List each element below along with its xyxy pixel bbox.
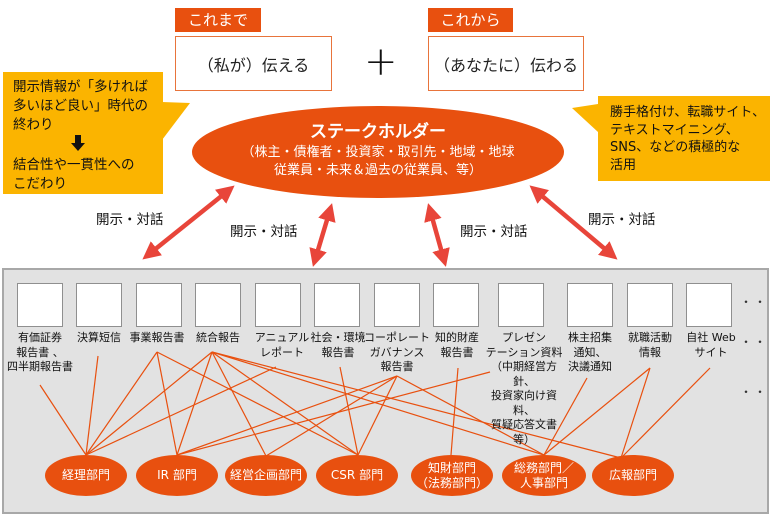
document-label: アニュアル レポート [254, 331, 310, 359]
department-node: 経営企画部門 [225, 455, 307, 496]
callout-right: 勝手格付け、転職サイト、 テキストマイニング、 SNS、などの積極的な 活用 [598, 96, 770, 181]
ellipsis-1: ・・・ [740, 295, 770, 309]
document-label: 就職活動 情報 [628, 331, 672, 359]
callout-right-line2: テキストマイニング、 [610, 122, 739, 138]
callout-right-tail [572, 104, 598, 132]
document-label: 有価証券 報告書 、 四半期報告書 [7, 331, 73, 373]
callout-left-line5: こだわり [13, 176, 67, 192]
department-node: CSR 部門 [316, 455, 398, 496]
stakeholder-sub2: 従業員・未来＆過去の従業員、等） [273, 163, 482, 178]
document-thumbnail [627, 283, 673, 327]
document-thumbnail [433, 283, 479, 327]
callout-left-line2: 多いほど良い」時代の [13, 98, 148, 114]
document-thumbnail [17, 283, 63, 327]
document-thumbnail [374, 283, 420, 327]
document-label: 事業報告書 [129, 331, 185, 344]
document-thumbnail [136, 283, 182, 327]
after-tag: これから [428, 8, 513, 32]
department-node: 経理部門 [45, 455, 127, 496]
down-arrow-icon [13, 135, 143, 156]
document-thumbnail [686, 283, 732, 327]
before-text: （私が）伝える [197, 55, 310, 75]
dialogue-arrow-3 [424, 203, 450, 267]
department-node: 知財部門 （法務部門） [411, 455, 493, 496]
dialogue-label-3: 開示・対話 [460, 224, 528, 240]
department-node: IR 部門 [136, 455, 218, 496]
callout-right-line3: SNS、などの積極的な [610, 140, 741, 155]
document-thumbnail [314, 283, 360, 327]
callout-left-line1: 開示情報が「多ければ [13, 79, 148, 95]
document-label: 決算短信 [77, 331, 121, 344]
document-thumbnail [195, 283, 241, 327]
callout-left-line3: 終わり [13, 117, 54, 133]
callout-left-tail [162, 102, 190, 140]
document-label: 統合報告 [196, 331, 240, 344]
document-label: 社会・環境 報告書 [310, 331, 366, 359]
department-node: 総務部門／ 人事部門 [502, 455, 586, 496]
document-label: 自社 Web サイト [686, 331, 736, 359]
callout-left-line4: 結合性や一貫性への [13, 157, 135, 173]
document-label: コーポレート ガバナンス 報告書 [364, 331, 430, 373]
callout-right-line1: 勝手格付け、転職サイト、 [610, 105, 766, 120]
callout-right-line4: 活用 [610, 157, 637, 173]
stakeholder-title: ステークホルダー [310, 122, 446, 142]
document-label: 知的財産 報告書 [435, 331, 479, 359]
dialogue-label-2: 開示・対話 [230, 224, 298, 240]
ellipsis-3: ・・・ [740, 385, 770, 399]
callout-left: 開示情報が「多ければ 多いほど良い」時代の 終わり 結合性や一貫性への こだわり [3, 72, 163, 194]
ellipsis-2: ・・・ [740, 335, 770, 349]
dialogue-arrow-2 [309, 203, 336, 267]
dialogue-label-1: 開示・対話 [96, 212, 164, 228]
document-label: プレゼン テーション資料 （中期経営方針、 投資家向け資料、 質疑応答文書等） [485, 331, 563, 446]
document-thumbnail [498, 283, 544, 327]
stakeholder: ステークホルダー （株主・債権者・投資家・取引先・地域・地球 従業員・未来＆過去… [200, 120, 556, 180]
after-box: （あなたに）伝わる [428, 36, 584, 91]
dialogue-label-4: 開示・対話 [588, 212, 656, 228]
plus-sign: + [364, 39, 398, 85]
document-thumbnail [255, 283, 301, 327]
document-thumbnail [567, 283, 613, 327]
document-label: 株主招集 通知、 決議通知 [568, 331, 612, 373]
after-text: （あなたに）伝わる [433, 55, 578, 75]
document-thumbnail [76, 283, 122, 327]
before-box: （私が）伝える [175, 36, 332, 91]
before-tag: これまで [175, 8, 261, 32]
department-node: 広報部門 [592, 455, 674, 496]
stakeholder-sub1: （株主・債権者・投資家・取引先・地域・地球 [241, 145, 515, 160]
